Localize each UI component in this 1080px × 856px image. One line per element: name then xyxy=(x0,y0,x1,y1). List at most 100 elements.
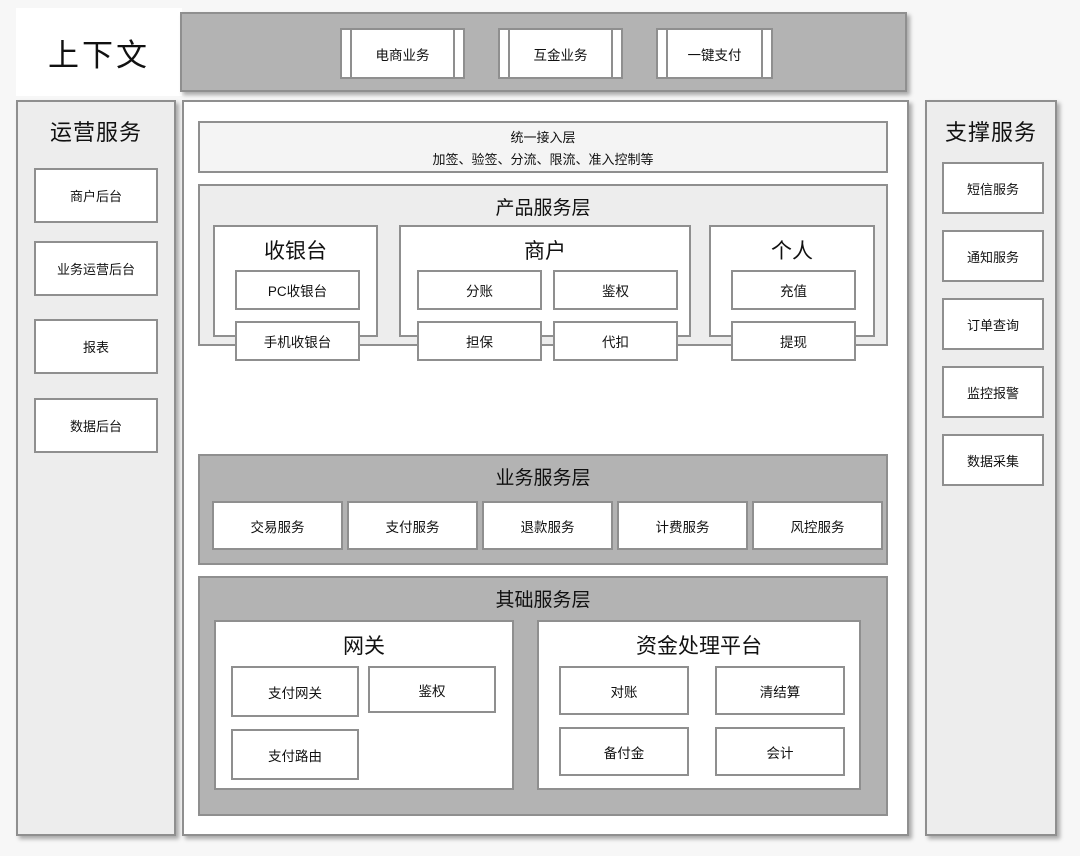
base-item-label: 会计 xyxy=(766,745,794,761)
panel-title: 运营服务 xyxy=(49,120,142,145)
sidebar-item-sms-service[interactable]: 短信服务 xyxy=(942,162,1044,214)
business-item-billing-service[interactable]: 计费服务 xyxy=(617,501,748,550)
base-item-label: 鉴权 xyxy=(418,683,446,699)
product-item-label: 手机收银台 xyxy=(263,335,332,350)
group-title: 个人 xyxy=(771,240,813,263)
product-item-recharge[interactable]: 充值 xyxy=(731,270,856,310)
business-item-refund-service[interactable]: 退款服务 xyxy=(482,501,613,550)
base-item-label: 支付路由 xyxy=(268,748,322,764)
product-item-mobile-cashier[interactable]: 手机收银台 xyxy=(235,321,360,361)
product-group-merchant: 商户 分账 鉴权 担保 代扣 xyxy=(399,225,691,361)
product-service-layer: 产品服务层 收银台 PC收银台 手机收银台 商户 分账 鉴权 xyxy=(198,184,888,361)
base-item-label: 备付金 xyxy=(603,745,645,761)
business-item-label: 交易服务 xyxy=(250,519,305,535)
base-item-label: 支付网关 xyxy=(268,685,322,701)
sidebar-item-merchant-backend[interactable]: 商户后台 xyxy=(34,168,158,223)
group-title: 收银台 xyxy=(264,240,327,263)
group-title: 资金处理平台 xyxy=(636,635,762,658)
sidebar-item-label: 监控报警 xyxy=(966,385,1019,401)
product-service-layer-title-bar: 产品服务层 xyxy=(200,192,886,220)
business-service-layer-title-bar: 业务服务层 xyxy=(200,462,886,490)
product-item-label: 鉴权 xyxy=(602,284,629,299)
business-service-layer: 业务服务层 交易服务 支付服务 退款服务 计费服务 风控服务 xyxy=(198,454,888,565)
sidebar-item-business-ops-backend[interactable]: 业务运营后台 xyxy=(34,241,158,296)
business-item-label: 退款服务 xyxy=(520,519,575,535)
sidebar-item-label: 商户后台 xyxy=(69,189,122,204)
product-item-label: 担保 xyxy=(466,335,493,350)
top-business-bar: 电商业务 互金业务 一键支付 xyxy=(180,12,907,92)
base-service-layer: 其础服务层 网关 支付网关 鉴权 支付路由 资金处理平台 对账 xyxy=(198,576,888,816)
product-item-pc-cashier[interactable]: PC收银台 xyxy=(235,270,360,310)
unified-access-layer: 统一接入层 加签、验签、分流、限流、准入控制等 xyxy=(198,121,888,173)
sidebar-item-data-collection[interactable]: 数据采集 xyxy=(942,434,1044,486)
sidebar-item-label: 短信服务 xyxy=(966,181,1019,197)
product-item-guarantee[interactable]: 担保 xyxy=(417,321,542,361)
product-item-authorization[interactable]: 鉴权 xyxy=(553,270,678,310)
base-service-layer-title-bar: 其础服务层 xyxy=(200,584,886,612)
supporting-services-title-bar: 支撑服务 xyxy=(927,102,1055,160)
context-title-area: 上下文 xyxy=(16,8,182,96)
product-group-personal: 个人 充值 提现 xyxy=(709,225,875,361)
base-item-label: 对账 xyxy=(610,684,638,700)
business-item-label: 支付服务 xyxy=(385,519,440,535)
access-layer-subtitle: 加签、验签、分流、限流、准入控制等 xyxy=(432,151,654,167)
business-item-label: 风控服务 xyxy=(790,519,845,535)
group-title-bar: 个人 xyxy=(711,235,873,265)
base-item-reconciliation[interactable]: 对账 xyxy=(559,666,689,715)
base-item-authorization[interactable]: 鉴权 xyxy=(368,666,496,713)
product-item-withdraw[interactable]: 提现 xyxy=(731,321,856,361)
base-item-clearing-settlement[interactable]: 清结算 xyxy=(715,666,845,715)
base-item-label: 清结算 xyxy=(759,684,801,700)
core-platform-panel: 统一接入层 加签、验签、分流、限流、准入控制等 产品服务层 收银台 PC收银台 … xyxy=(182,100,909,836)
group-title-bar: 收银台 xyxy=(215,235,376,265)
base-item-reserve-funds[interactable]: 备付金 xyxy=(559,727,689,776)
group-title-bar: 网关 xyxy=(216,630,512,660)
business-item-label: 计费服务 xyxy=(655,519,710,535)
product-group-cashier: 收银台 PC收银台 手机收银台 xyxy=(213,225,378,361)
top-item-ecommerce[interactable]: 电商业务 xyxy=(340,28,465,79)
business-item-payment-service[interactable]: 支付服务 xyxy=(347,501,478,550)
sidebar-item-label: 通知服务 xyxy=(966,249,1019,265)
sidebar-item-reports[interactable]: 报表 xyxy=(34,319,158,374)
top-item-one-click-pay[interactable]: 一键支付 xyxy=(656,28,773,79)
group-title-bar: 商户 xyxy=(401,235,689,265)
access-layer-title: 统一接入层 xyxy=(510,129,576,145)
sidebar-item-label: 订单查询 xyxy=(966,317,1019,333)
sidebar-item-monitoring-alerts[interactable]: 监控报警 xyxy=(942,366,1044,418)
product-item-split-account[interactable]: 分账 xyxy=(417,270,542,310)
group-title: 网关 xyxy=(343,635,385,658)
business-item-risk-control-service[interactable]: 风控服务 xyxy=(752,501,883,550)
business-item-transaction-service[interactable]: 交易服务 xyxy=(212,501,343,550)
product-item-label: 充值 xyxy=(780,284,807,299)
sidebar-item-label: 业务运营后台 xyxy=(56,262,135,277)
layer-title: 业务服务层 xyxy=(495,467,591,489)
product-item-label: PC收银台 xyxy=(267,284,328,299)
group-title-bar: 资金处理平台 xyxy=(539,630,859,660)
product-item-withholding[interactable]: 代扣 xyxy=(553,321,678,361)
sidebar-item-notification-service[interactable]: 通知服务 xyxy=(942,230,1044,282)
sidebar-item-label: 报表 xyxy=(82,340,109,355)
operations-services-panel: 运营服务 商户后台 业务运营后台 报表 数据后台 xyxy=(16,100,176,836)
top-item-label: 一键支付 xyxy=(687,47,742,63)
layer-title: 产品服务层 xyxy=(495,197,591,219)
base-item-payment-gateway[interactable]: 支付网关 xyxy=(231,666,359,717)
top-item-label: 电商业务 xyxy=(375,47,430,63)
base-group-funds-platform: 资金处理平台 对账 清结算 备付金 会计 xyxy=(537,620,861,790)
supporting-services-panel: 支撑服务 短信服务 通知服务 订单查询 监控报警 数据采集 xyxy=(925,100,1057,836)
product-item-label: 代扣 xyxy=(602,335,629,350)
base-item-payment-routing[interactable]: 支付路由 xyxy=(231,729,359,780)
sidebar-item-label: 数据后台 xyxy=(69,419,122,434)
page-title: 上下文 xyxy=(48,37,150,73)
layer-title: 其础服务层 xyxy=(495,589,591,611)
panel-title: 支撑服务 xyxy=(944,120,1037,145)
top-item-internet-finance[interactable]: 互金业务 xyxy=(498,28,623,79)
product-item-label: 提现 xyxy=(780,335,807,350)
base-group-gateway: 网关 支付网关 鉴权 支付路由 xyxy=(214,620,514,790)
sidebar-item-order-query[interactable]: 订单查询 xyxy=(942,298,1044,350)
sidebar-item-data-backend[interactable]: 数据后台 xyxy=(34,398,158,453)
top-item-label: 互金业务 xyxy=(533,47,588,63)
operations-services-title-bar: 运营服务 xyxy=(18,102,174,160)
base-item-accounting[interactable]: 会计 xyxy=(715,727,845,776)
group-title: 商户 xyxy=(524,240,566,263)
product-item-label: 分账 xyxy=(466,284,493,299)
